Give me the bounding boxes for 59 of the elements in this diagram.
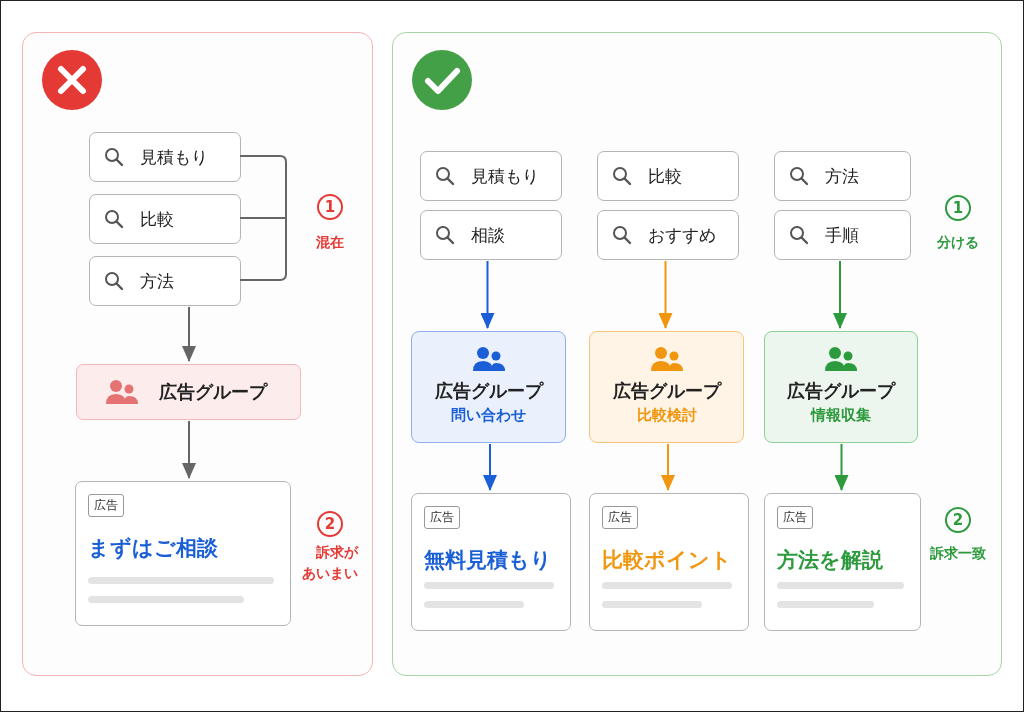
panel <box>392 32 1002 676</box>
search-term: 見積もり <box>140 145 208 169</box>
step-number: 1 <box>945 195 971 221</box>
ad-group-box <box>411 331 566 443</box>
search-term: 手順 <box>825 223 859 247</box>
search-box <box>774 151 911 201</box>
group-title: 広告グループ <box>612 379 721 403</box>
search-box <box>89 132 241 182</box>
group-subtitle: 比較検討 <box>636 405 697 426</box>
ad-card <box>75 481 291 626</box>
ad-headline: まずはご相談 <box>88 535 218 562</box>
search-box <box>420 151 562 201</box>
group-title: 広告グループ <box>159 380 267 404</box>
search-term: 方法 <box>825 164 859 188</box>
arrow <box>658 260 673 329</box>
search-box <box>774 210 911 260</box>
arrow <box>182 420 196 479</box>
ad-badge: 広告 <box>602 506 638 529</box>
arrow <box>833 260 847 329</box>
arrow <box>834 443 849 491</box>
arrow <box>480 260 495 329</box>
ad-headline: 無料見積もり <box>424 547 552 574</box>
search-term: 方法 <box>140 269 174 293</box>
ad-badge: 広告 <box>777 506 813 529</box>
group-title: 広告グループ <box>434 379 543 403</box>
note-text: 混在 <box>315 233 345 252</box>
ad-group-box <box>589 331 744 443</box>
note-text: 訴求があいまい <box>301 543 359 583</box>
search-box <box>597 151 739 201</box>
step-number: 2 <box>945 507 971 533</box>
step-number: 2 <box>317 511 343 537</box>
ad-group-box <box>764 331 918 443</box>
search-term: 見積もり <box>471 164 539 188</box>
search-term: 比較 <box>648 164 682 188</box>
note-text: 訴求一致 <box>929 544 987 563</box>
search-box <box>89 256 241 306</box>
ad-badge: 広告 <box>424 506 460 529</box>
search-term: 比較 <box>140 207 174 231</box>
search-term: 相談 <box>471 223 505 247</box>
ad-card <box>764 493 921 631</box>
group-subtitle: 情報収集 <box>811 405 871 426</box>
arrow <box>182 306 196 362</box>
ad-headline: 比較ポイント <box>602 547 732 574</box>
search-box <box>597 210 739 260</box>
ad-card <box>589 493 749 631</box>
search-term: おすすめ <box>648 223 716 247</box>
ad-headline: 方法を解説 <box>777 547 883 574</box>
ad-card <box>411 493 571 631</box>
step-number: 1 <box>317 194 343 220</box>
search-box <box>420 210 562 260</box>
ad-badge: 広告 <box>88 494 124 517</box>
group-title: 広告グループ <box>787 379 895 403</box>
group-subtitle: 問い合わせ <box>451 405 526 426</box>
arrow <box>661 443 675 491</box>
search-box <box>89 194 241 244</box>
ad-group-box <box>76 364 301 420</box>
arrow <box>483 443 497 491</box>
note-text: 分ける <box>936 233 980 252</box>
panel <box>22 32 373 676</box>
